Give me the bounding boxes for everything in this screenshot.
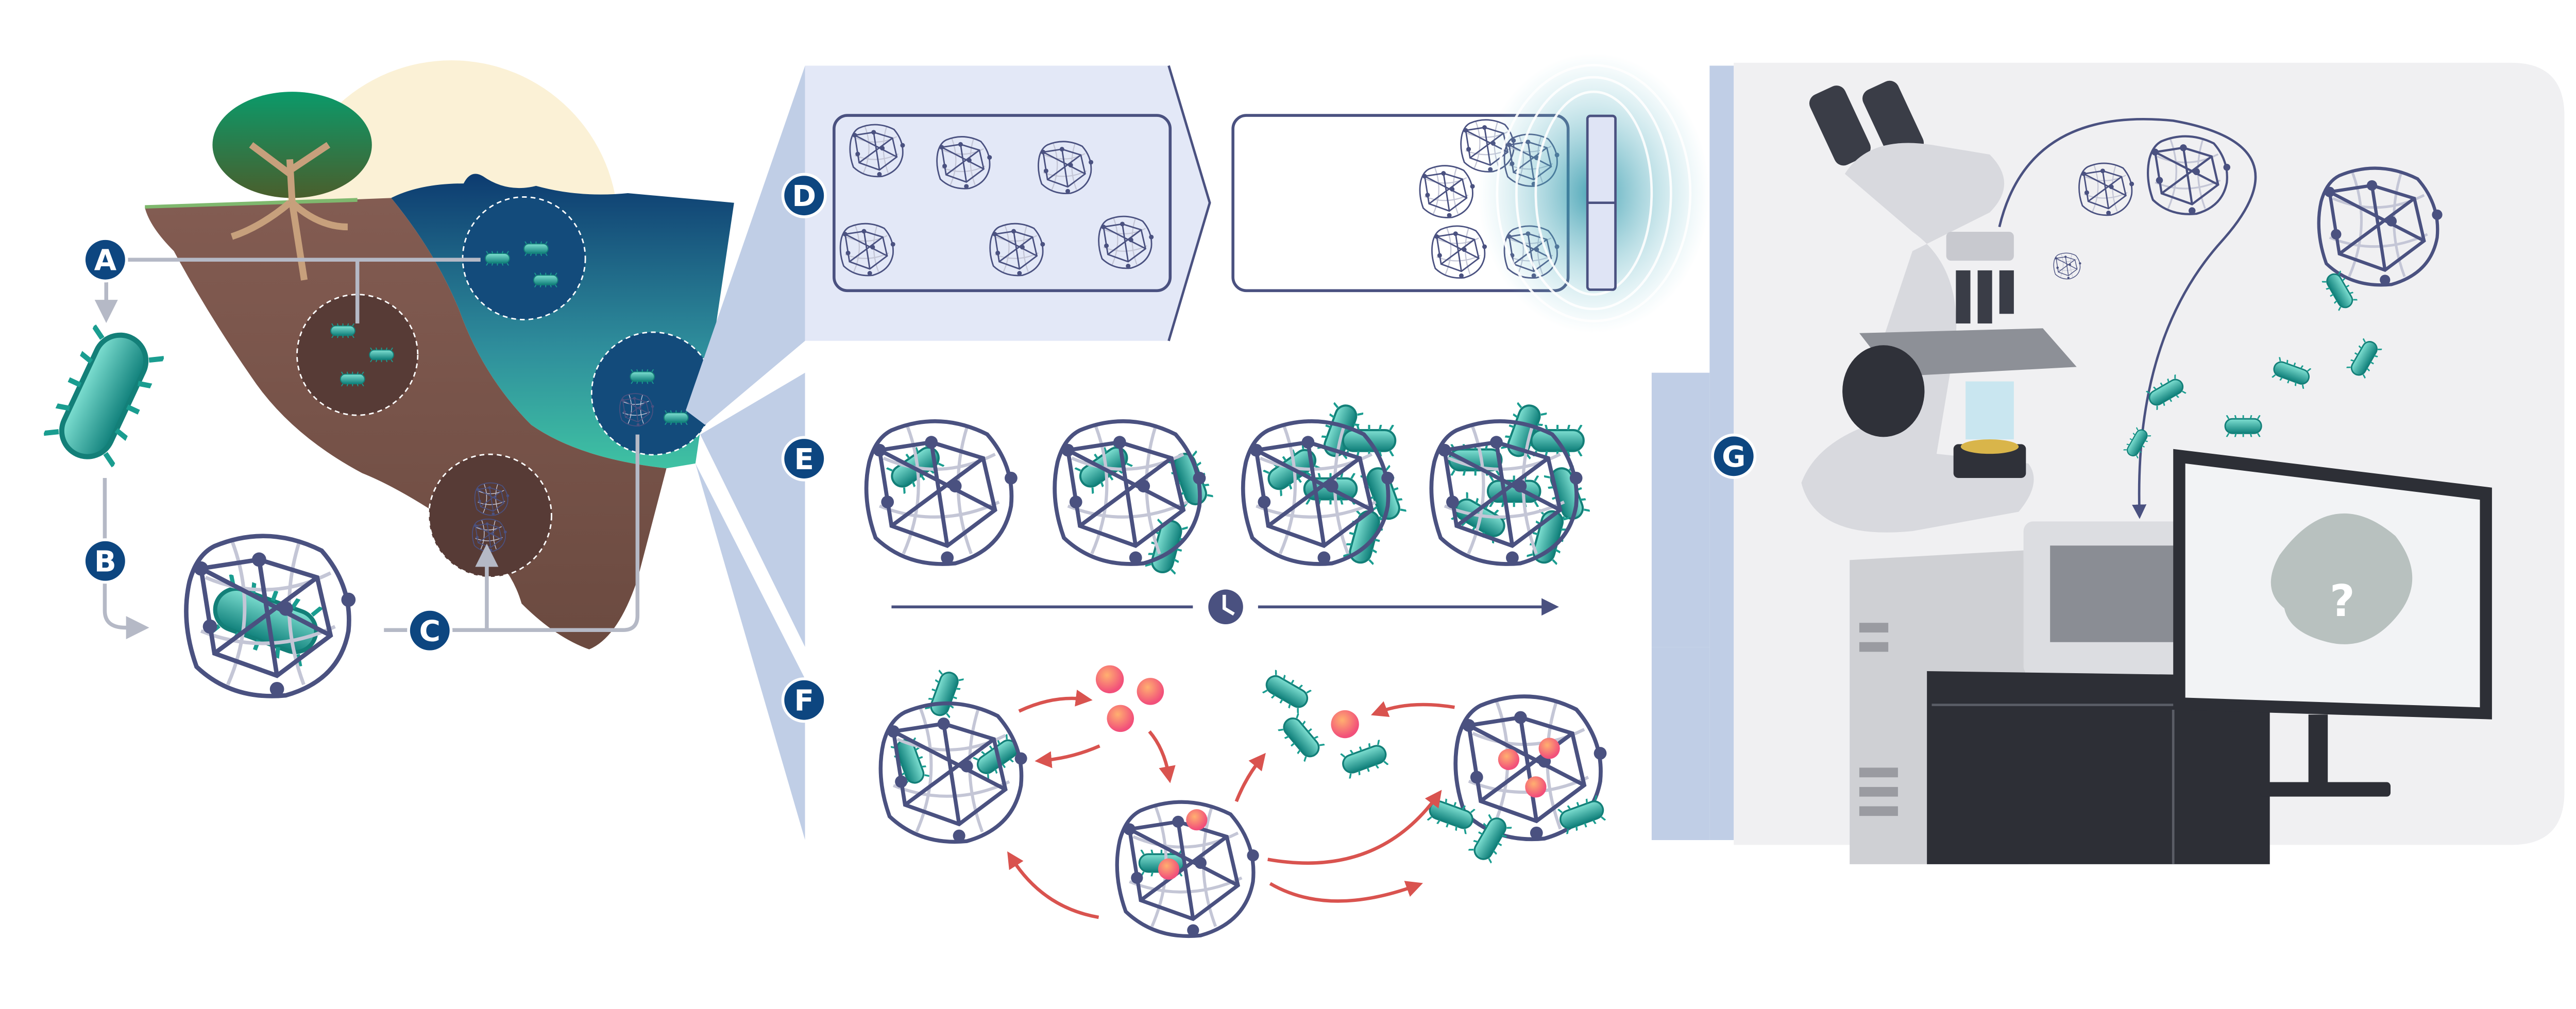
sound-waves: [1496, 64, 1692, 322]
panel-g-characterization: ? G: [1709, 62, 2565, 864]
label-d-text: D: [792, 180, 816, 213]
arrow-c-to-samples: [451, 434, 640, 632]
arrow-b-to-cage: [103, 582, 149, 640]
label-e-text: E: [794, 443, 814, 476]
tree: [212, 92, 372, 281]
culture-plate-dispersed: [833, 114, 1172, 293]
bacterium-illustration: [39, 320, 168, 472]
unknown-bacterium-icon: ?: [2270, 513, 2413, 644]
panel-f-cocultivation: F: [781, 647, 1710, 936]
interaction-arrows: [1007, 690, 1455, 919]
sampling-path-arrow: [1998, 118, 2257, 519]
connector-a-samples: [128, 258, 481, 324]
zoom-funnel: [686, 65, 805, 841]
label-f-text: F: [794, 685, 814, 718]
environment-scene: A B C: [39, 60, 734, 696]
label-d: D: [781, 173, 827, 218]
growth-factors: [1095, 665, 1560, 880]
label-c: C: [407, 608, 453, 654]
diffusion-chamber-with-bacterium: [186, 536, 355, 696]
label-f: F: [781, 677, 827, 723]
in-situ-cultivation-circle-soil: [428, 453, 552, 578]
clock-icon: [1208, 589, 1243, 625]
label-a: A: [82, 237, 128, 283]
grass: [145, 198, 358, 209]
ocean-sample-circle: [462, 196, 586, 320]
microscope: [1801, 80, 2077, 533]
computer-monitor: ?: [2173, 449, 2492, 797]
label-b: B: [82, 538, 128, 584]
label-c-text: C: [419, 615, 440, 648]
label-b-text: B: [94, 545, 116, 579]
unknown-symbol: ?: [2330, 576, 2355, 626]
label-g: G: [1711, 433, 1757, 479]
microbial-cultivation-diagram: A B C D: [0, 53, 2565, 946]
soil-sample-circle: [296, 294, 419, 416]
label-g-text: G: [1722, 440, 1745, 474]
panel-e-growth-over-time: E: [781, 372, 1710, 647]
panel-d-isolation: D: [781, 53, 1710, 341]
label-a-text: A: [94, 244, 117, 278]
label-e: E: [781, 436, 827, 482]
